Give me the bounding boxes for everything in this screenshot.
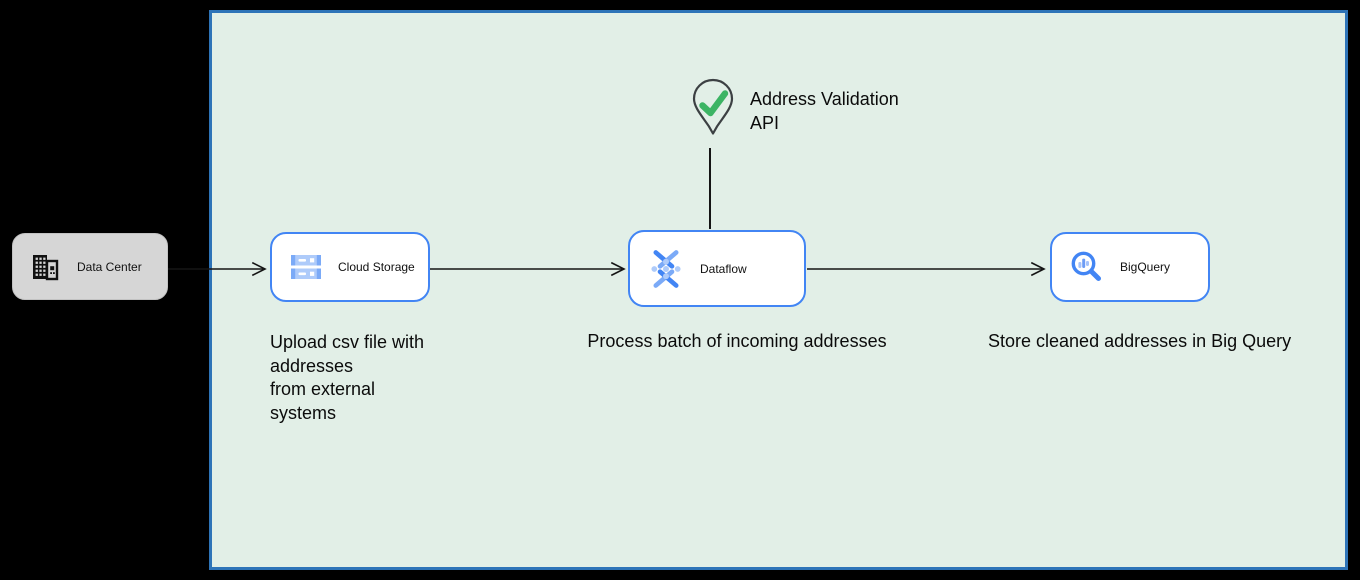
building-icon (30, 252, 60, 282)
node-bigquery[interactable]: BigQuery (1050, 232, 1210, 302)
caption-process-batch: Process batch of incoming addresses (587, 331, 887, 351)
dataflow-icon (647, 248, 685, 290)
node-cloud-storage[interactable]: Cloud Storage (270, 232, 430, 302)
label-address-validation-api: Address Validation API (750, 89, 899, 133)
cloud-storage-icon (289, 252, 323, 282)
caption-store-cleaned: Store cleaned addresses in Big Query (988, 331, 1292, 351)
node-label-data-center: Data Center (77, 259, 142, 274)
node-label-dataflow: Dataflow (700, 261, 747, 276)
bigquery-icon (1069, 249, 1105, 285)
node-label-cloud-storage: Cloud Storage (338, 260, 415, 274)
node-dataflow[interactable]: Dataflow (628, 230, 806, 307)
node-data-center[interactable]: Data Center (12, 233, 168, 300)
caption-upload-csv: Upload csv file with addresses from exte… (270, 332, 425, 423)
map-pin-check-icon[interactable] (690, 78, 736, 139)
node-label-bigquery: BigQuery (1120, 260, 1171, 274)
